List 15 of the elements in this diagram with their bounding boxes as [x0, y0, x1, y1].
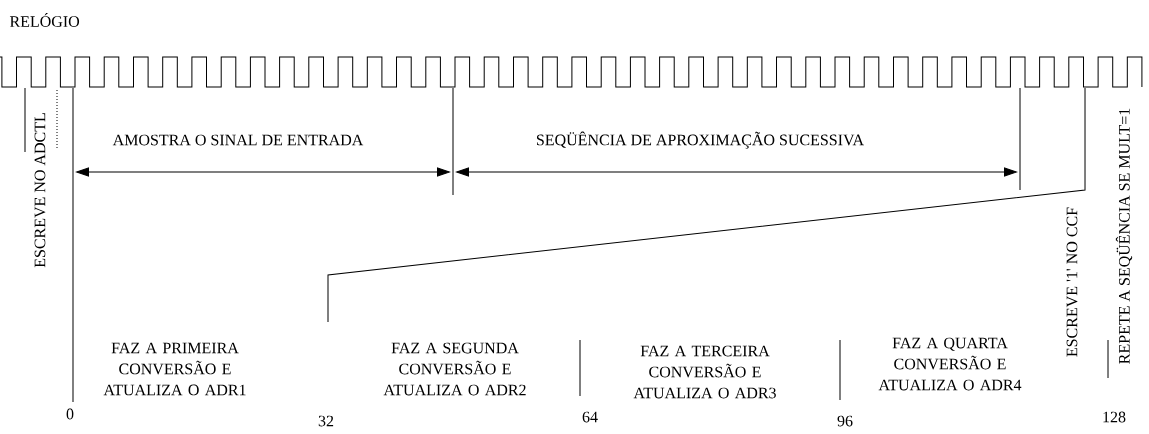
phase-label: AMOSTRA O SINAL DE ENTRADA — [112, 134, 364, 146]
event-label: ESCREVE '1' NO CCF — [1066, 207, 1078, 357]
tick-number: 32 — [318, 415, 334, 427]
event-label: REPETE A SEQÜÊNCIA SE MULT=1 — [1115, 108, 1133, 364]
tick-number: 0 — [66, 408, 74, 420]
event-label: ESCREVE NO ADCTL — [34, 113, 46, 268]
phase-label: SEQÜÊNCIA DE APROXIMAÇÃO SUCESSIVA — [537, 131, 864, 149]
conversion-label: FAZ A TERCEIRA CONVERSÃO E ATUALIZA O ADR3 — [633, 345, 776, 399]
tick-number: 64 — [582, 411, 598, 423]
tick-number: 128 — [1103, 411, 1126, 423]
conversion-label: FAZ A QUARTA CONVERSÃO E ATUALIZA O ADR4 — [878, 337, 1022, 391]
conversion-label: FAZ A PRIMEIRA CONVERSÃO E ATUALIZA O ADR1 — [103, 342, 246, 396]
conversion-label: FAZ A SEGUNDA CONVERSÃO E ATUALIZA O ADR2 — [383, 342, 526, 396]
tick-number: 96 — [837, 415, 853, 427]
signal-label: RELÓGIO — [9, 13, 80, 27]
